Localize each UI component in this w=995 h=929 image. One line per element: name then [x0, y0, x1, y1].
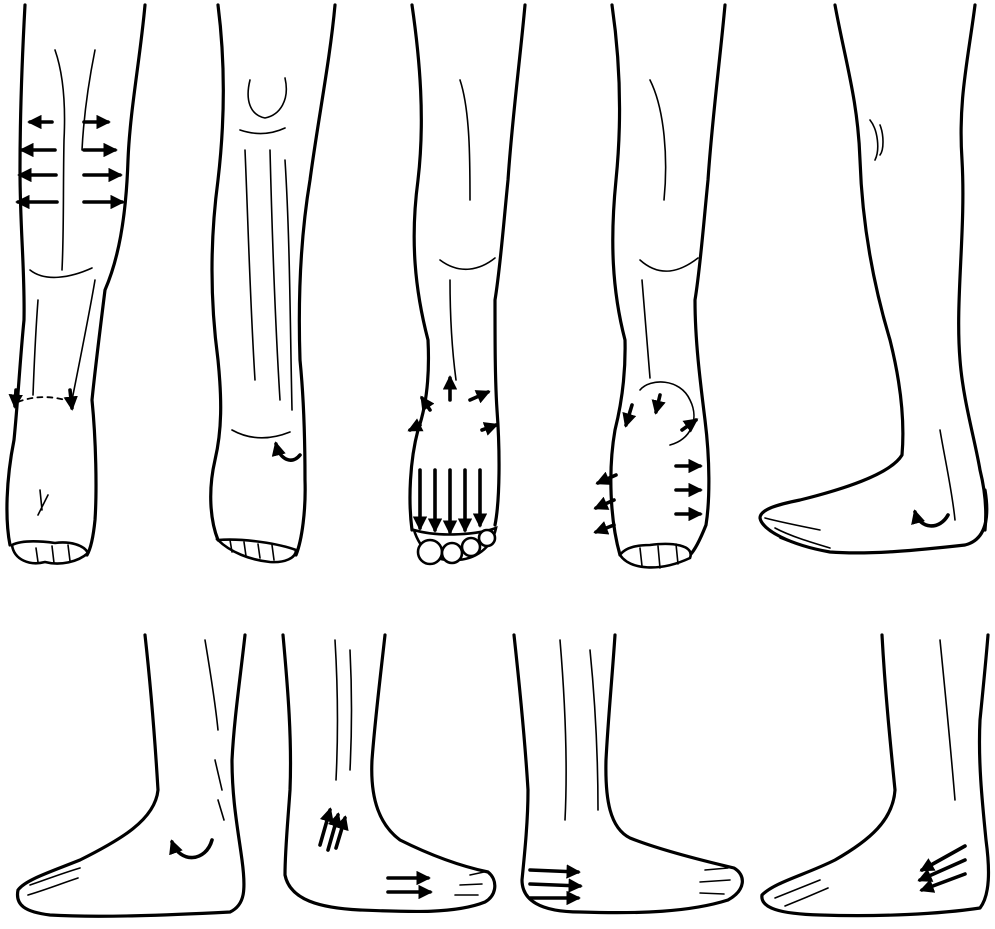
ankle-side-heel-strokes-icon: [514, 635, 742, 913]
ankle-side-inner-strokes-icon: [762, 635, 989, 916]
leg-side-heel-icon: [760, 5, 987, 553]
leg-front-plain-icon: [211, 5, 335, 562]
ankle-side-front-strokes-icon: [283, 635, 495, 912]
leg-front-top-of-foot-arrows-icon: [410, 5, 525, 564]
ankle-side-heel-arrow-icon: [17, 635, 245, 916]
leg-front-arrows-icon: [7, 5, 145, 564]
leg-front-circular-arrows-icon: [596, 5, 725, 568]
